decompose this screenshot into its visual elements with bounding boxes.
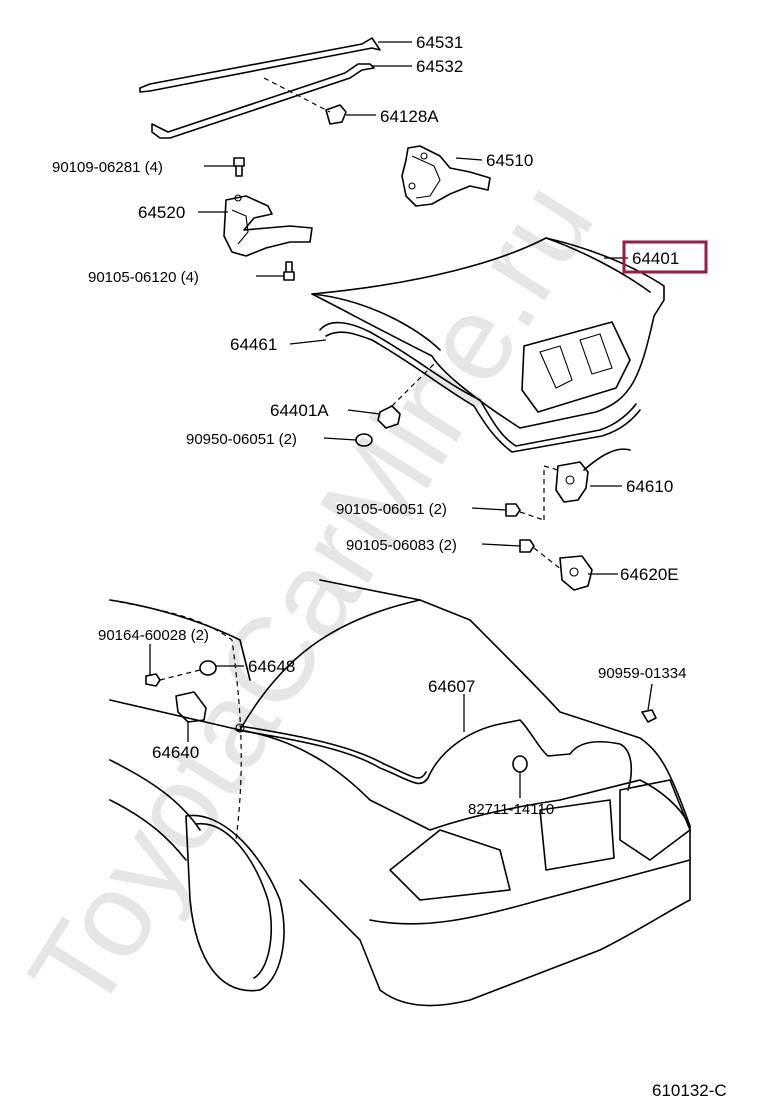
label-90105-06051[interactable]: 90105-06051 (2) [336,501,447,518]
label-90109-06281[interactable]: 90109-06281 (4) [52,159,163,176]
screw-90164-60028 [145,673,161,687]
luggage-compartment-door-64401[interactable] [311,237,665,429]
label-82711-14110[interactable]: 82711-14110 [468,801,554,818]
label-64531[interactable]: 64531 [416,33,463,52]
hinge-64510[interactable] [401,145,491,207]
label-64128A[interactable]: 64128A [380,107,439,126]
release-cable-64607[interactable] [235,719,633,791]
label-90105-06120[interactable]: 90105-06120 (4) [88,269,199,286]
label-64510[interactable]: 64510 [486,151,533,170]
lock-assembly-64610[interactable] [555,448,631,503]
label-64640[interactable]: 64640 [152,743,199,762]
bolt-90105-06051 [505,503,521,517]
label-64461[interactable]: 64461 [230,335,277,354]
clamp-90959-01334[interactable] [641,709,657,723]
label-64401[interactable]: 64401 [632,249,679,268]
label-64532[interactable]: 64532 [416,57,463,76]
diagram-code: 610132-C [652,1081,727,1100]
bolt-90105-06120 [283,261,295,281]
lever-64640[interactable] [175,691,207,723]
watermark-text: ToyotaCarMine.ru [3,160,619,1034]
torsion-bar-64532[interactable] [151,63,375,139]
car-body [109,579,691,1007]
striker-64620E[interactable] [559,555,593,591]
torsion-bar-64531[interactable] [139,37,381,93]
cushion-64648[interactable] [199,660,217,676]
label-64620E[interactable]: 64620E [620,565,679,584]
label-64520[interactable]: 64520 [138,203,185,222]
bolt-90105-06083 [519,539,535,553]
bolt-90109-06281 [233,157,245,177]
highlight-box-64401 [622,240,708,274]
weatherstrip-64461[interactable] [319,321,641,453]
label-64401A[interactable]: 64401A [270,401,329,420]
label-90105-06083[interactable]: 90105-06083 (2) [346,537,457,554]
label-64607[interactable]: 64607 [428,677,475,696]
leader-lines [149,41,653,798]
hinge-64520[interactable] [223,194,313,257]
label-90164-60028[interactable]: 90164-60028 (2) [98,627,209,644]
label-90950-06051[interactable]: 90950-06051 (2) [186,431,297,448]
label-90959-01334[interactable]: 90959-01334 [598,665,686,682]
bar-clip-64128A[interactable] [325,104,347,125]
label-64610[interactable]: 64610 [626,477,673,496]
label-64648[interactable]: 64648 [248,657,295,676]
grommet-82711-14110[interactable] [512,755,528,773]
